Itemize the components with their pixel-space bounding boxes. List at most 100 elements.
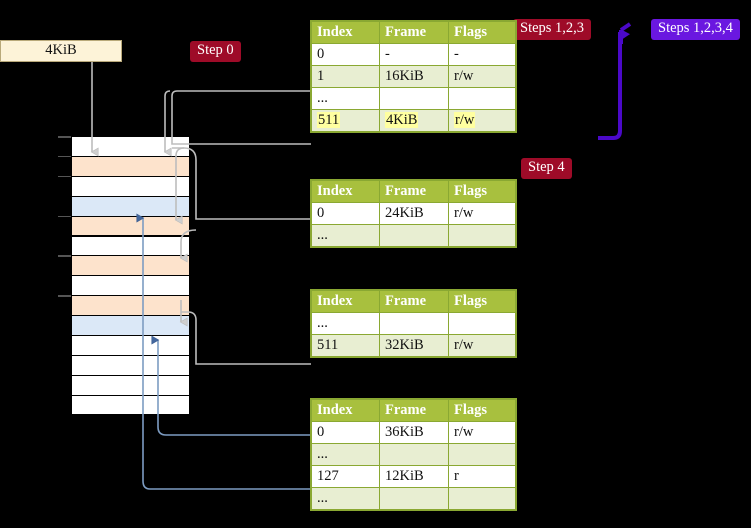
cell-frame [379, 312, 449, 335]
cell-index: 511 [311, 109, 380, 132]
table-row: ... [311, 224, 516, 247]
memory-tick-0 [58, 136, 71, 138]
column-header-flags: Flags [448, 21, 516, 44]
cell-frame: - [379, 43, 449, 66]
cell-index: 0 [311, 202, 380, 225]
memory-frame-2 [71, 175, 190, 196]
memory-tick-1 [58, 155, 71, 158]
cell-index: 511 [311, 334, 380, 357]
cell-frame [379, 224, 449, 247]
memory-frame-0 [71, 136, 190, 156]
cell-frame [379, 487, 449, 510]
cell-index: 0 [311, 421, 380, 444]
highlighted-value: 511 [317, 112, 341, 128]
cell-flags [448, 87, 516, 110]
cell-index: ... [311, 87, 380, 110]
chip-steps-1-2-3-4: Steps 1,2,3,4 [651, 19, 740, 40]
chip-step-4: Step 4 [521, 158, 572, 179]
memory-frame-13 [71, 394, 190, 415]
cell-index: 0 [311, 43, 380, 66]
cell-flags: r/w [448, 109, 516, 132]
memory-tick-8 [58, 295, 71, 297]
cell-frame [379, 443, 449, 466]
column-header-flags: Flags [448, 180, 516, 203]
column-header-index: Index [311, 21, 380, 44]
memory-frame-10 [71, 335, 190, 355]
cell-index: ... [311, 312, 380, 335]
cell-flags [448, 224, 516, 247]
cell-index: ... [311, 487, 380, 510]
highlighted-value: r/w [454, 112, 476, 128]
memory-frame-4 [71, 215, 190, 236]
memory-frame-7 [71, 275, 190, 296]
column-header-frame: Frame [379, 399, 449, 422]
cell-index: ... [311, 443, 380, 466]
column-header-frame: Frame [379, 21, 449, 44]
memory-frame-8 [71, 295, 190, 316]
frame-size-label: 4KiB [0, 40, 122, 62]
frame-size-text: 4KiB [45, 42, 77, 58]
column-header-flags: Flags [448, 399, 516, 422]
chip-step-0: Step 0 [190, 41, 241, 62]
memory-tick-4 [58, 215, 71, 218]
cell-frame: 32KiB [379, 334, 449, 357]
cell-index: 1 [311, 65, 380, 88]
cell-index: 127 [311, 465, 380, 488]
memory-frame-1 [71, 155, 190, 176]
cell-flags: - [448, 43, 516, 66]
table-row: 0-- [311, 43, 516, 66]
memory-frame-11 [71, 354, 190, 375]
column-header-frame: Frame [379, 290, 449, 313]
memory-tick-6 [58, 255, 71, 257]
cell-flags: r/w [448, 202, 516, 225]
cell-index: ... [311, 224, 380, 247]
cell-frame [379, 87, 449, 110]
column-header-flags: Flags [448, 290, 516, 313]
table-row: ... [311, 312, 516, 335]
table-row: 511 4KiB r/w [311, 109, 516, 132]
cell-flags [448, 487, 516, 510]
column-header-index: Index [311, 290, 380, 313]
column-header-index: Index [311, 180, 380, 203]
memory-frame-9 [71, 315, 190, 335]
cell-flags: r/w [448, 421, 516, 444]
table-row: ... [311, 487, 516, 510]
cell-flags [448, 312, 516, 335]
cell-frame: 36KiB [379, 421, 449, 444]
column-header-index: Index [311, 399, 380, 422]
cell-frame: 12KiB [379, 465, 449, 488]
column-header-frame: Frame [379, 180, 449, 203]
table-row: ... [311, 443, 516, 466]
highlighted-value: 4KiB [385, 112, 419, 128]
cell-flags: r [448, 465, 516, 488]
cell-frame: 24KiB [379, 202, 449, 225]
cell-flags: r/w [448, 334, 516, 357]
memory-frame-12 [71, 374, 190, 395]
physical-memory-column [58, 136, 190, 415]
table-row: ... [311, 87, 516, 110]
cell-flags: r/w [448, 65, 516, 88]
cell-frame: 4KiB [379, 109, 449, 132]
memory-frame-3 [71, 195, 190, 216]
memory-frame-6 [71, 255, 190, 276]
cell-flags [448, 443, 516, 466]
chip-steps-1-2-3: Steps 1,2,3 [513, 19, 592, 40]
memory-frame-5 [71, 235, 190, 256]
